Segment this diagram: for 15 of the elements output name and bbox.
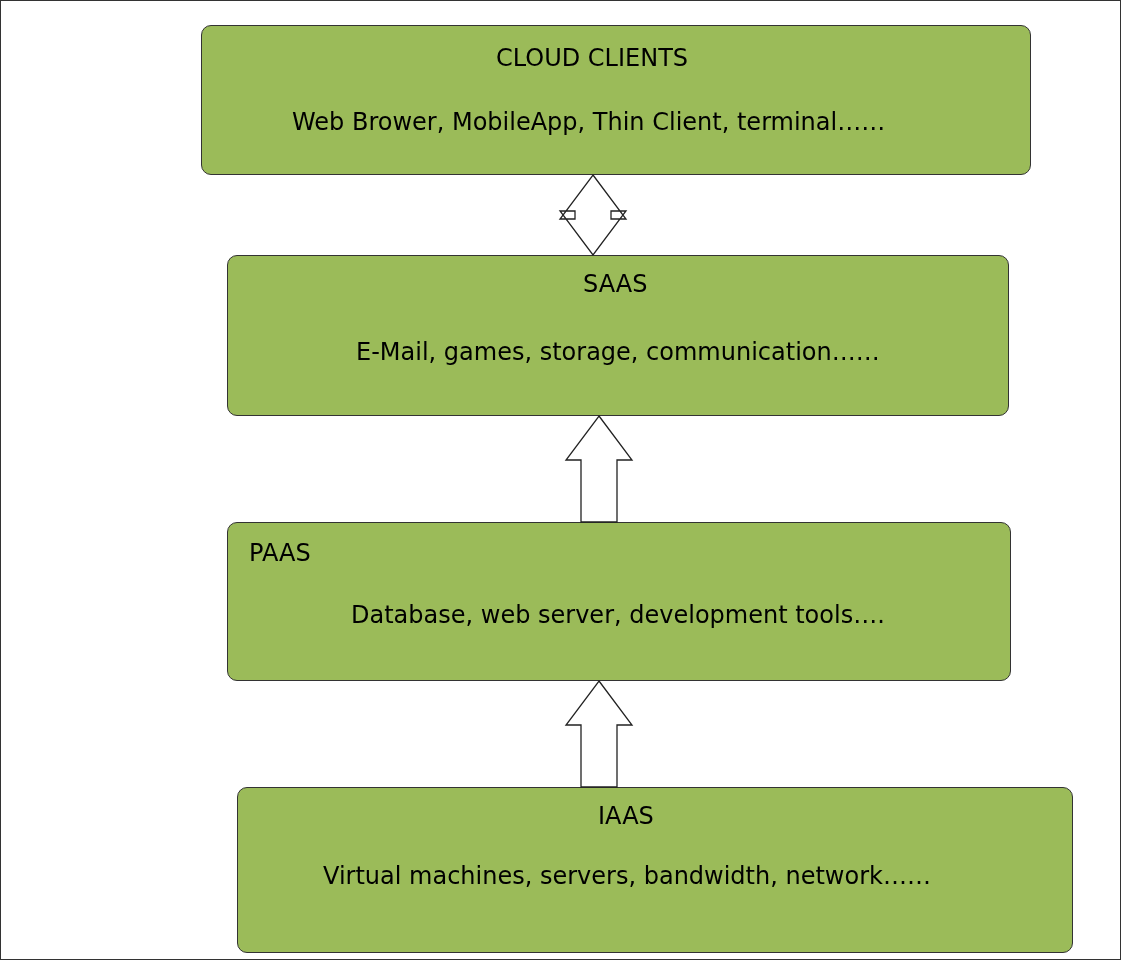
block-arrow xyxy=(558,173,628,257)
layer-title: IAAS xyxy=(598,802,654,830)
layer-description: Virtual machines, servers, bandwidth, network…… xyxy=(323,862,931,890)
layer-box xyxy=(227,522,1011,681)
layer-title: PAAS xyxy=(249,539,311,567)
layer-description: Web Brower, MobileApp, Thin Client, terminal…… xyxy=(292,108,886,136)
block-arrow xyxy=(564,414,634,523)
layer-box xyxy=(201,25,1031,175)
layer-description: Database, web server, development tools…. xyxy=(351,601,885,629)
block-arrow xyxy=(564,679,634,788)
layer-title: CLOUD CLIENTS xyxy=(496,44,689,72)
layer-title: SAAS xyxy=(583,270,648,298)
layer-box xyxy=(237,787,1073,953)
layer-box xyxy=(227,255,1009,416)
layer-description: E-Mail, games, storage, communication…… xyxy=(356,338,880,366)
